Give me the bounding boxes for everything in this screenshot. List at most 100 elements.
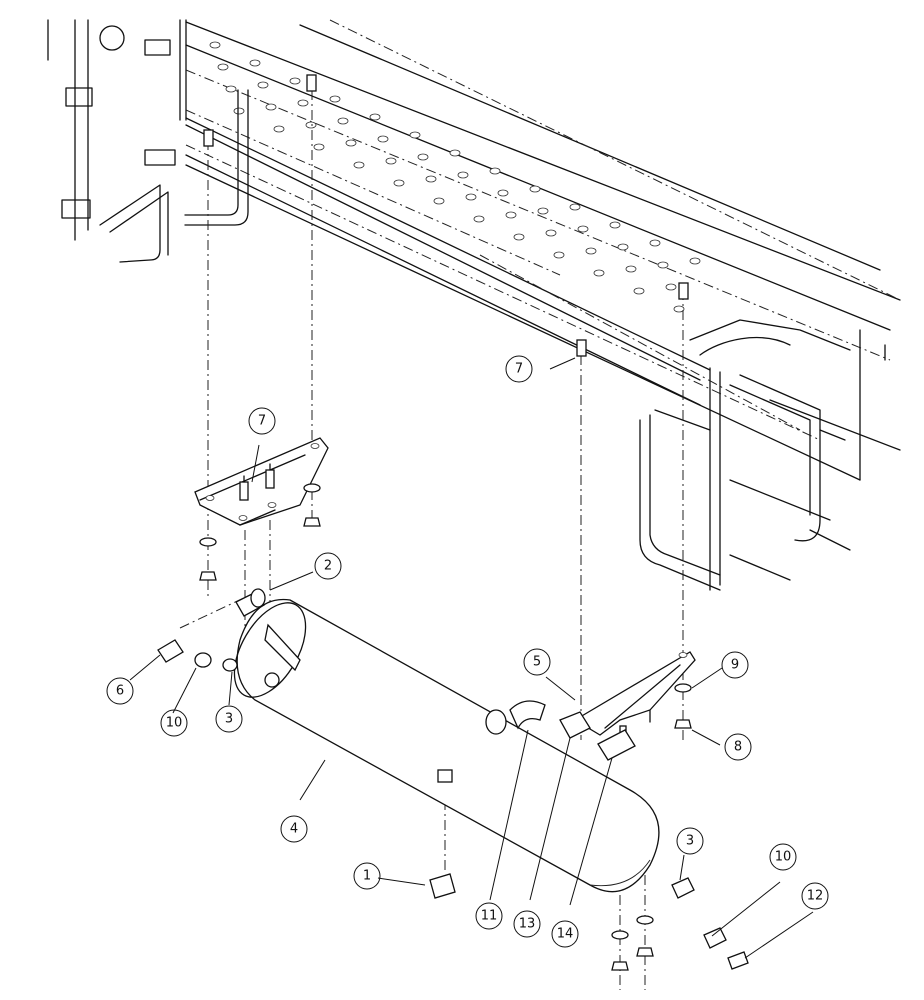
callout-number: 3 <box>686 834 694 849</box>
callout-number: 14 <box>557 927 574 942</box>
callout-circle <box>724 733 752 761</box>
callout-c12: 12 <box>801 882 829 910</box>
rail-hole <box>425 175 437 183</box>
studs <box>203 74 689 357</box>
rail-hole <box>609 221 621 229</box>
rail-hole <box>465 193 477 201</box>
rail-hole <box>233 107 245 115</box>
callout-c2: 2 <box>314 552 342 580</box>
rail-holes <box>209 41 701 313</box>
callout-number: 10 <box>775 850 792 865</box>
callout-number: 2 <box>324 559 332 574</box>
callout-c7b: 7 <box>505 355 533 383</box>
rail-hole <box>625 265 637 273</box>
callout-circle <box>475 902 503 930</box>
leaders <box>129 357 814 959</box>
callout-circle <box>676 827 704 855</box>
right-handles <box>639 374 901 591</box>
rail-hole <box>209 41 221 49</box>
rail-hole <box>433 197 445 205</box>
callout-circle <box>523 648 551 676</box>
rail-hole <box>337 117 349 125</box>
rail-hole <box>225 85 237 93</box>
callout-c11: 11 <box>475 902 503 930</box>
rail-hole <box>577 225 589 233</box>
frame-rail <box>47 19 901 591</box>
rail-hole <box>569 203 581 211</box>
air-tank <box>233 598 660 893</box>
rail-hole <box>289 77 301 85</box>
rail-hole <box>513 233 525 241</box>
callout-circle <box>314 552 342 580</box>
callout-c9: 9 <box>721 651 749 679</box>
callout-c10b: 10 <box>769 843 797 871</box>
rail-hole <box>305 121 317 129</box>
rail-hole <box>657 261 669 269</box>
rail-hole <box>585 247 597 255</box>
callout-c6: 6 <box>106 677 134 705</box>
callout-c7a: 7 <box>248 407 276 435</box>
rail-hole <box>593 269 605 277</box>
callout-circle <box>721 651 749 679</box>
callout-circle <box>769 843 797 871</box>
callout-number: 10 <box>166 716 183 731</box>
rail-hole <box>505 211 517 219</box>
callout-number: 8 <box>734 740 742 755</box>
callout-c13: 13 <box>513 910 541 938</box>
callout-number: 7 <box>515 362 523 377</box>
callout-number: 3 <box>225 712 233 727</box>
rail-hole <box>345 139 357 147</box>
rail-hole <box>417 153 429 161</box>
callout-number: 11 <box>481 909 498 924</box>
callout-number: 7 <box>258 414 266 429</box>
callout-c14: 14 <box>551 920 579 948</box>
rail-hole <box>545 229 557 237</box>
left-handle <box>99 89 249 263</box>
rail-hole <box>633 287 645 295</box>
callout-circle <box>505 355 533 383</box>
rail-hole <box>457 171 469 179</box>
rail-hole <box>353 161 365 169</box>
left-bolts <box>61 25 176 219</box>
callout-circle <box>801 882 829 910</box>
rail-hole <box>217 63 229 71</box>
callout-circle <box>551 920 579 948</box>
rail-hole <box>529 185 541 193</box>
callout-circle <box>215 705 243 733</box>
rail-hole <box>297 99 309 107</box>
callout-c4: 4 <box>280 815 308 843</box>
rail-hole <box>377 135 389 143</box>
callout-circle <box>280 815 308 843</box>
rail-hole <box>313 143 325 151</box>
callout-number: 12 <box>807 889 824 904</box>
rail-hole <box>649 239 661 247</box>
callout-circle <box>106 677 134 705</box>
rail-hole <box>393 179 405 187</box>
rail-hole <box>617 243 629 251</box>
callout-c1: 1 <box>353 862 381 890</box>
callout-c10a: 10 <box>160 709 188 737</box>
callout-c3b: 3 <box>676 827 704 855</box>
callout-number: 5 <box>533 655 541 670</box>
rail-hole <box>489 167 501 175</box>
callout-number: 1 <box>363 869 371 884</box>
rail-hole <box>249 59 261 67</box>
left-mount-bracket <box>194 437 329 581</box>
callout-number: 9 <box>731 658 739 673</box>
callout-number: 6 <box>116 684 124 699</box>
callout-number: 13 <box>519 917 536 932</box>
rail-hole <box>537 207 549 215</box>
rail-hole <box>265 103 277 111</box>
callout-c8: 8 <box>724 733 752 761</box>
fittings <box>157 588 749 971</box>
callout-circle <box>248 407 276 435</box>
rail-hole <box>689 257 701 265</box>
rail-hole <box>553 251 565 259</box>
rail-hole <box>497 189 509 197</box>
rail-hole <box>665 283 677 291</box>
rail-hole <box>409 131 421 139</box>
rail-hole <box>329 95 341 103</box>
